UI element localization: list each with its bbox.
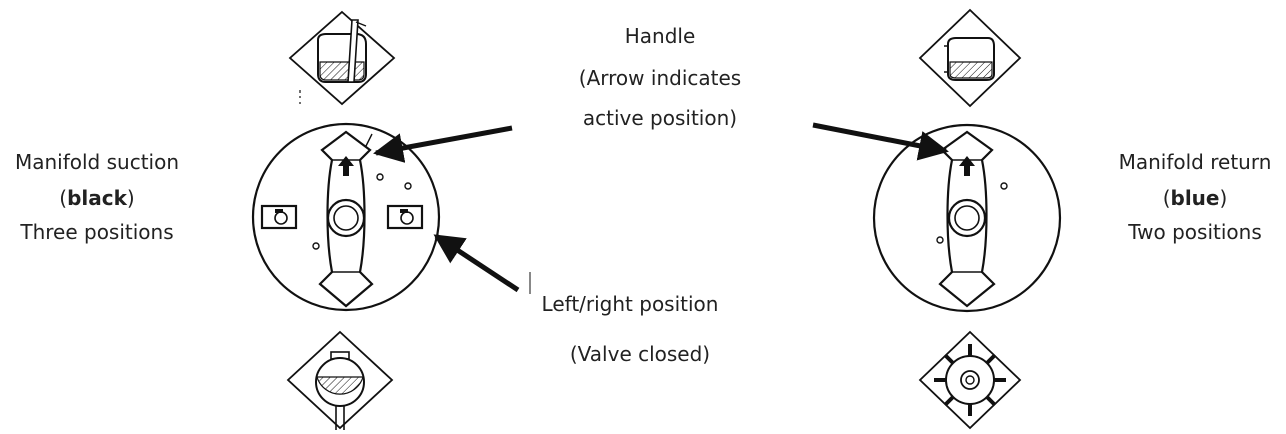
right-bottom-diamond [918, 330, 1022, 430]
right-dial-face [872, 123, 1062, 313]
left-side-port-icon [260, 204, 298, 230]
right-dial-color: (blue) [1162, 186, 1228, 210]
right-handle-arrow-icon [959, 156, 975, 176]
left-dial-face [251, 122, 441, 312]
handle-arrow-note: (Arrow indicates [578, 66, 742, 90]
left-handle-arrow-icon [338, 156, 354, 176]
handle-pointer-left [373, 125, 513, 163]
pump-impeller-icon [934, 344, 1006, 416]
right-top-diamond [918, 8, 1022, 108]
right-dial-positions: Two positions [1128, 220, 1262, 244]
handle-active-note: active position) [582, 106, 738, 130]
right-dial [872, 123, 1062, 313]
right-side-port-icon [386, 204, 424, 230]
tank-icon [944, 37, 995, 81]
left-bottom-diamond [286, 330, 394, 430]
right-dial-color-word: blue [1170, 186, 1220, 210]
handle-label: Handle [624, 24, 696, 48]
tank-with-dipstick-icon [317, 19, 367, 83]
left-dial [251, 122, 441, 312]
left-handle[interactable] [318, 130, 374, 308]
left-dial-positions: Three positions [20, 220, 174, 244]
left-top-diamond [288, 10, 396, 106]
spherical-tank-icon [315, 351, 365, 430]
side-position-label: Left/right position [541, 292, 719, 316]
right-dial-title: Manifold return [1118, 150, 1272, 174]
right-handle[interactable] [938, 130, 996, 308]
left-dial-color: (black) [59, 186, 135, 210]
handle-pointer-right [812, 122, 949, 161]
valve-closed-note: (Valve closed) [569, 342, 711, 366]
left-dial-title: Manifold suction [14, 150, 180, 174]
left-dial-color-word: black [67, 186, 127, 210]
side-position-pointer [433, 233, 520, 293]
